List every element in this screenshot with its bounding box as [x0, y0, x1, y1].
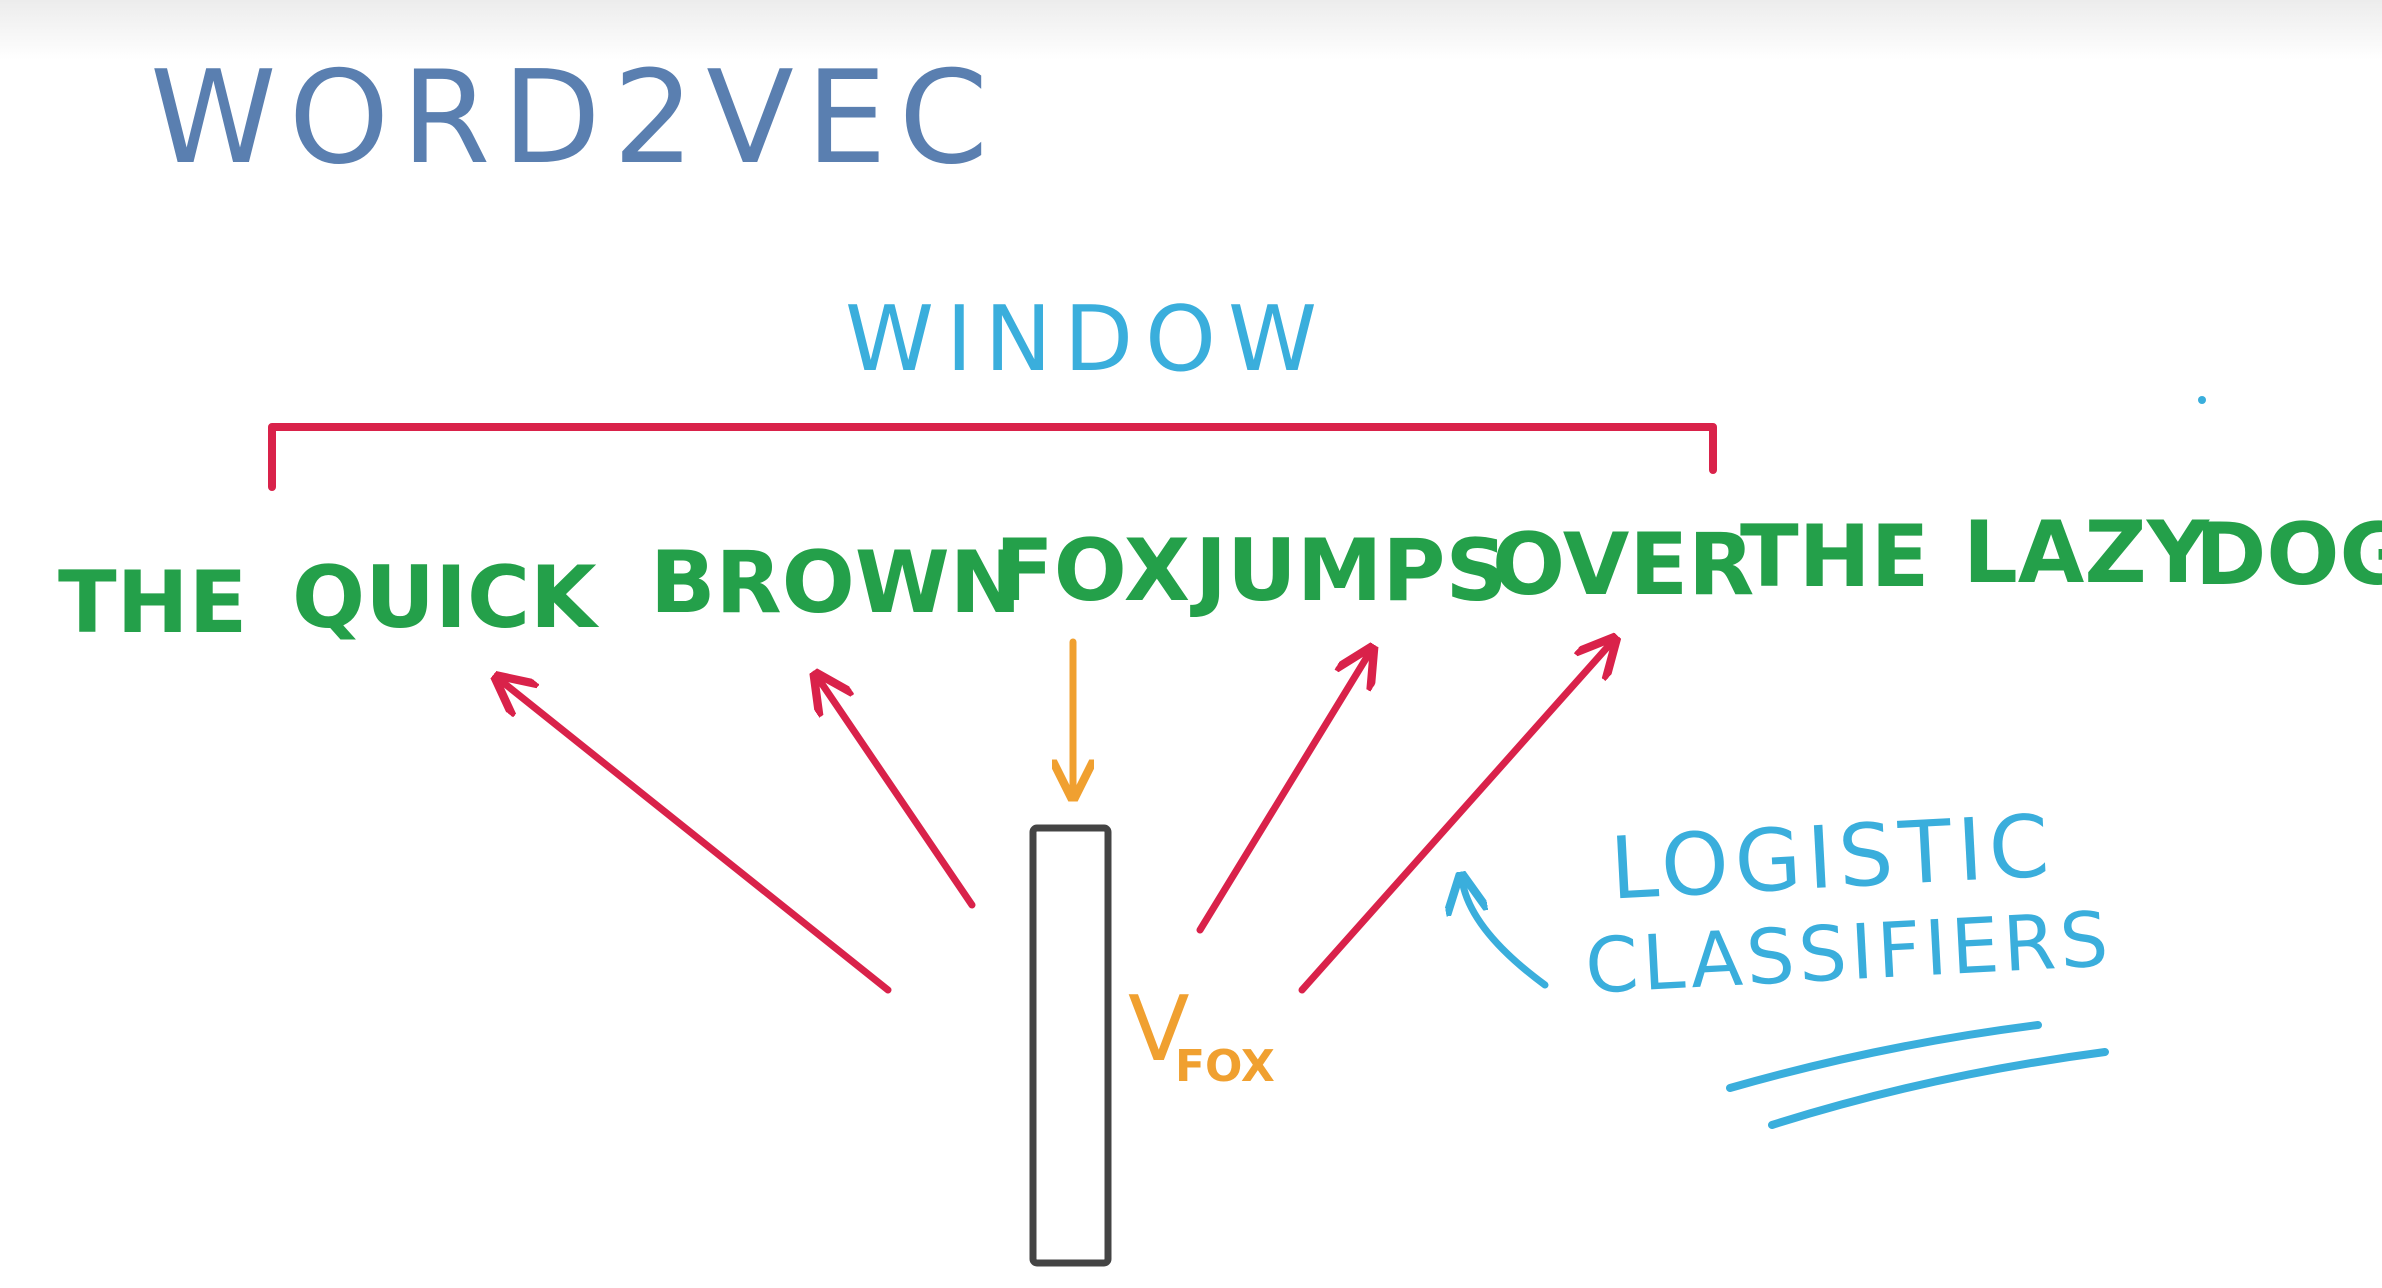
sentence-word-fox: FOX: [995, 521, 1191, 621]
window-label: WINDOW: [845, 287, 1329, 392]
sentence-word: DOG: [2195, 505, 2382, 605]
classifier-label-line1: LOGISTIC: [1607, 796, 2058, 920]
diagram-title: WORD2VEC: [150, 44, 1001, 193]
stray-dot: [2198, 396, 2206, 404]
classifier-underline-2: [1768, 1048, 2109, 1129]
sentence-word: BROWN: [650, 533, 1022, 633]
arrow-to-brown: [818, 678, 976, 909]
arrow-to-over: [1298, 642, 1612, 994]
sentence-word: QUICK: [292, 548, 597, 648]
sentence-word: THE: [58, 553, 248, 653]
sentence-word: THE: [1740, 507, 1930, 607]
classifier-underline-1: [1726, 1021, 2042, 1092]
sentence-word: JUMPS: [1195, 521, 1508, 621]
window-bracket: [268, 423, 1717, 491]
arrow-to-jumps: [1196, 652, 1370, 934]
vector-label-v: V: [1128, 977, 1190, 1082]
vector-label-subscript: FOX: [1175, 1041, 1275, 1092]
classifier-pointer-arrow: [1462, 880, 1549, 989]
sentence-word: LAZY: [1963, 503, 2209, 603]
vector-box: [1029, 824, 1112, 1267]
sentence-word: OVER: [1492, 515, 1755, 615]
arrow-to-quick: [500, 680, 892, 994]
